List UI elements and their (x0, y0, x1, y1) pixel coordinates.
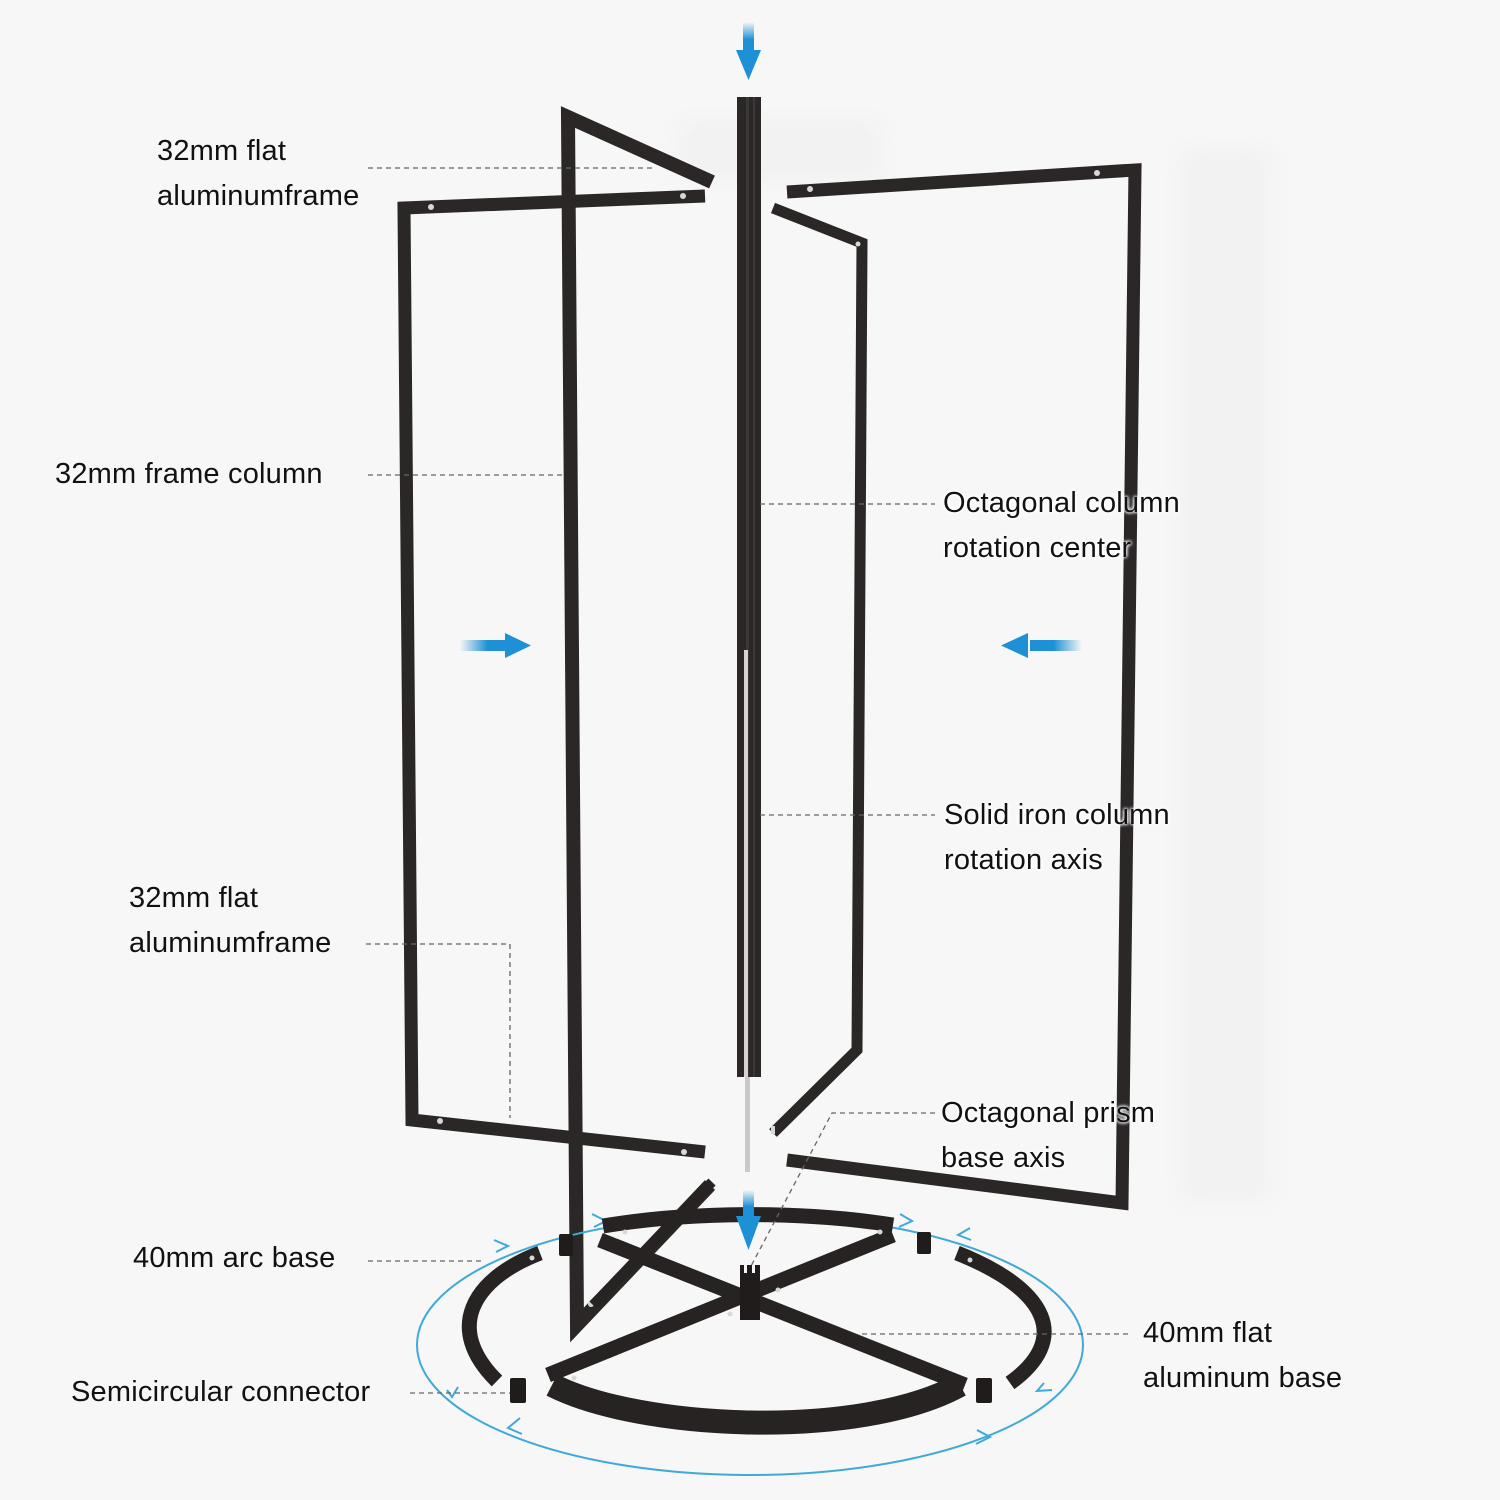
label-prism-base-axis: Octagonal prism base axis (941, 1097, 1156, 1174)
right-left-arrow-icon (1001, 633, 1082, 658)
semicircular-connectors (510, 1232, 992, 1403)
octagonal-column (737, 97, 761, 1077)
top-down-arrow-icon (736, 22, 761, 80)
middle-right-frame-panel (769, 202, 868, 1137)
label-arc-base: 40mm arc base (133, 1242, 336, 1274)
background-shadow (680, 120, 1270, 1200)
label-frame-column: 32mm frame column (55, 458, 323, 490)
cross-bar-base (545, 1228, 968, 1392)
label-top-left-aluminum-frame: 32mm flat aluminumframe (157, 135, 360, 212)
frame-rivets (428, 193, 687, 1155)
label-octagonal-column: Octagonal column rotation center (943, 487, 1180, 564)
right-frame-panel (786, 163, 1142, 1211)
label-semicircular-connector: Semicircular connector (71, 1376, 371, 1408)
left-frame-panel (397, 189, 706, 1159)
rotation-guide-ring (416, 1213, 1084, 1476)
iron-axis-rod (745, 1077, 750, 1172)
label-flat-aluminum-base: 40mm flat aluminum base (1143, 1317, 1343, 1394)
left-right-arrow-icon (460, 633, 531, 658)
base-hub (740, 1265, 760, 1320)
leader-lines (366, 167, 1132, 1394)
label-iron-axis: Solid iron column rotation axis (944, 799, 1170, 876)
label-bottom-left-aluminum-frame: 32mm flat aluminumframe (129, 882, 332, 959)
arc-base-segments (461, 1207, 1052, 1435)
base-down-arrow-icon (736, 1190, 761, 1250)
